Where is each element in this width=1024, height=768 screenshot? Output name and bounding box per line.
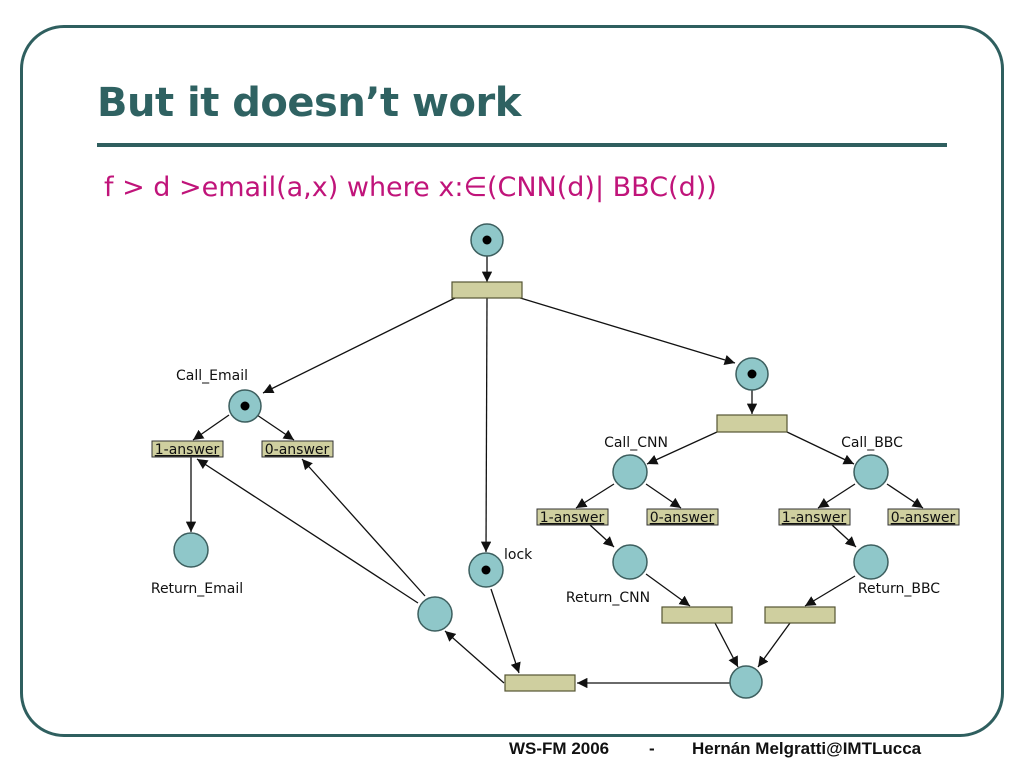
arc-fork-to-lock — [480, 297, 492, 553]
join-transition — [504, 674, 576, 692]
formula-text: f > d >email(a,x) where x:∈(CNN(d)| BBC(… — [104, 172, 717, 203]
token-dot — [481, 565, 491, 575]
footer-event: WS-FM 2006 — [509, 739, 610, 758]
formula-suffix: (CNN(d)| BBC(d)) — [486, 172, 717, 203]
arc-join-to-reply — [444, 630, 505, 684]
arc-reply-to-1answer — [196, 458, 419, 604]
formula-prefix: f > d >email(a,x) where x: — [104, 172, 464, 203]
call-bbc-place — [853, 454, 889, 490]
arcs — [185, 256, 924, 689]
token-dot — [240, 401, 250, 411]
arc-split-to-call-bbc — [786, 431, 855, 465]
return-bbc-label: Return_BBC — [858, 581, 940, 597]
arc-return-cnn-to-merge — [645, 573, 691, 607]
bbc-0answer-transition — [887, 508, 960, 526]
title-divider — [97, 143, 947, 147]
arc-fork-to-choice — [516, 296, 736, 365]
slide-title: But it doesn’t work — [97, 80, 521, 126]
footer-separator: - — [649, 739, 655, 758]
arc-1answer-to-return-cnn — [589, 524, 615, 548]
cnn-1answer-label: 1-answer — [540, 510, 605, 526]
fork-transition — [451, 281, 523, 299]
footer-author: Hernán Melgratti@IMTLucca — [692, 739, 922, 758]
return-cnn-place — [612, 544, 648, 580]
arc-split-to-call-cnn — [646, 431, 718, 465]
arc-call-cnn-to-0answer — [645, 483, 682, 509]
return-email-place — [173, 532, 209, 568]
arc-call-cnn-to-1answer — [575, 483, 615, 509]
reply-place — [417, 596, 453, 632]
labeled-transitions: 1-answer 0-answer 1-answer 0-answer 1-an… — [151, 440, 960, 526]
arc-fork-to-call-email — [262, 296, 458, 394]
cnn-0answer-transition — [646, 508, 719, 526]
lock-label: lock — [504, 547, 533, 563]
bbc-1answer-label: 1-answer — [782, 510, 847, 526]
return-cnn-label: Return_CNN — [566, 590, 650, 606]
arc-lock-to-join — [490, 588, 521, 674]
bbc-1answer-transition — [778, 508, 851, 526]
split-transition — [716, 414, 788, 433]
email-0answer-label: 0-answer — [265, 442, 330, 458]
email-1answer-transition — [151, 440, 224, 458]
bbc-0answer-label: 0-answer — [891, 510, 956, 526]
call-cnn-label: Call_CNN — [604, 435, 668, 451]
slide-frame — [20, 25, 1004, 737]
email-1answer-label: 1-answer — [155, 442, 220, 458]
arc-call-bbc-to-0answer — [886, 483, 924, 509]
call-bbc-label: Call_BBC — [841, 435, 903, 451]
return-bbc-place — [853, 544, 889, 580]
arc-call-bbc-to-1answer — [817, 483, 856, 509]
arc-call-email-to-1answer — [192, 414, 230, 441]
merge-cnn-transition — [661, 606, 733, 624]
transitions — [451, 281, 836, 692]
place-labels: Call_Email Return_Email lock Call_CNN Re… — [151, 368, 940, 606]
places — [173, 223, 889, 699]
arc-return-bbc-to-merge — [804, 575, 856, 607]
arc-call-email-to-0answer — [256, 414, 295, 441]
cnn-1answer-transition — [536, 508, 609, 526]
arc-1answer-to-return-bbc — [831, 524, 857, 548]
arc-merge-bbc-to-result — [757, 622, 791, 668]
arc-merge-cnn-to-result — [714, 622, 739, 668]
email-0answer-transition — [261, 440, 334, 458]
call-cnn-place — [612, 454, 648, 490]
result-place — [729, 665, 763, 699]
return-email-label: Return_Email — [151, 581, 243, 597]
merge-bbc-transition — [764, 606, 836, 624]
token-dot — [747, 369, 757, 379]
element-of-symbol: ∈ — [463, 172, 487, 203]
token-dot — [482, 235, 492, 245]
cnn-0answer-label: 0-answer — [650, 510, 715, 526]
call-email-label: Call_Email — [176, 368, 248, 384]
arc-reply-to-0answer — [301, 458, 426, 597]
